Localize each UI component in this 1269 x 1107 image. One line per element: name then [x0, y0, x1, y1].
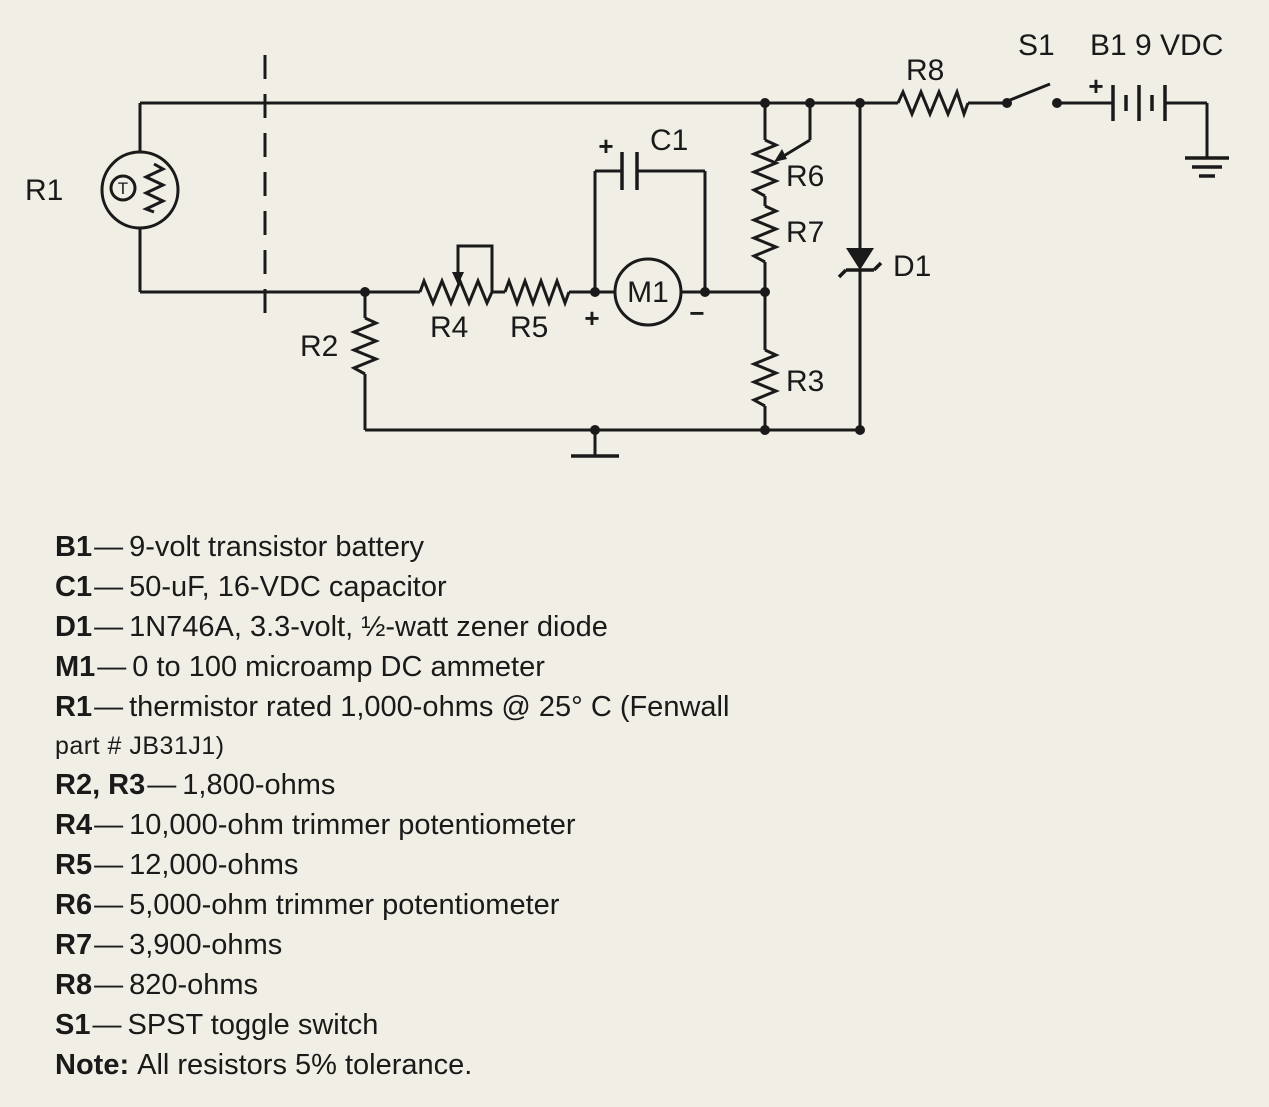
wires — [138, 101, 1209, 432]
parts-list-row: R6—5,000-ohm trimmer potentiometer — [55, 885, 1215, 925]
label-r1: R1 — [25, 174, 63, 207]
parts-list-row: B1—9-volt transistor battery — [55, 527, 1215, 567]
label-c1-plus: + — [598, 131, 613, 161]
part-desc: SPST toggle switch — [127, 1009, 379, 1041]
parts-list-row: R2, R3—1,800-ohms — [55, 765, 1215, 805]
label-r3: R3 — [786, 365, 824, 398]
ref-separator: — — [97, 651, 127, 683]
parts-list-row: R7—3,900-ohms — [55, 925, 1215, 965]
part-ref: R2, R3 — [55, 769, 146, 801]
resistor-r5-symbol — [503, 276, 571, 308]
ground-symbol-right — [1185, 156, 1229, 178]
label-r5: R5 — [510, 311, 548, 344]
label-m1-plus: + — [584, 303, 599, 333]
part-ref: S1 — [55, 1009, 91, 1041]
switch-s1-symbol — [1009, 82, 1051, 102]
resistor-r8-symbol — [896, 87, 970, 119]
part-desc: 50-uF, 16-VDC capacitor — [129, 571, 447, 603]
junction-dots — [360, 98, 1062, 435]
label-r6: R6 — [786, 160, 824, 193]
parts-list-row: R5—12,000-ohms — [55, 845, 1215, 885]
ref-separator: — — [94, 929, 124, 961]
ref-separator: — — [94, 531, 124, 563]
label-c1: C1 — [650, 124, 688, 157]
note-text: All resistors 5% tolerance. — [137, 1049, 473, 1081]
thermistor-r1-symbol — [100, 150, 180, 230]
part-ref: R1 — [55, 691, 93, 723]
parts-list-row: C1—50-uF, 16-VDC capacitor — [55, 567, 1215, 607]
ref-separator: — — [92, 1009, 122, 1041]
parts-list-row: R8—820-ohms — [55, 965, 1215, 1005]
ref-separator: — — [94, 611, 124, 643]
label-r7: R7 — [786, 216, 824, 249]
part-ref: R6 — [55, 889, 93, 921]
part-ref: C1 — [55, 571, 93, 603]
part-desc: 0 to 100 microamp DC ammeter — [132, 651, 545, 683]
ref-separator: — — [94, 849, 124, 881]
ref-separator: — — [94, 809, 124, 841]
battery-b1-symbol — [1111, 85, 1167, 121]
label-s1: S1 — [1018, 29, 1055, 62]
parts-list-row: M1—0 to 100 microamp DC ammeter — [55, 647, 1215, 687]
part-desc: 3,900-ohms — [129, 929, 283, 961]
part-desc: 9-volt transistor battery — [129, 531, 425, 563]
label-m1: M1 — [627, 276, 669, 309]
label-b1-plus: + — [1088, 71, 1103, 101]
zener-d1-symbol — [837, 248, 883, 279]
part-desc: 1,800-ohms — [182, 769, 336, 801]
note-label: Note: — [55, 1049, 130, 1081]
trimmer-r6-symbol — [750, 103, 812, 198]
resistor-r3-symbol — [750, 348, 780, 408]
meter-m1-symbol — [613, 257, 683, 327]
parts-list-note: Note:All resistors 5% tolerance. — [55, 1045, 1215, 1085]
resistor-r2-symbol — [350, 316, 380, 376]
part-desc: thermistor rated 1,000-ohms @ 25° C (Fen… — [129, 691, 730, 723]
parts-list: B1—9-volt transistor battery C1—50-uF, 1… — [55, 527, 1215, 1085]
parts-list-row-continuation: part # JB31J1) — [55, 727, 1215, 765]
part-ref: R8 — [55, 969, 93, 1001]
ref-separator: — — [94, 969, 124, 1001]
part-desc: 12,000-ohms — [129, 849, 299, 881]
part-desc: 5,000-ohm trimmer potentiometer — [129, 889, 560, 921]
label-d1: D1 — [893, 250, 931, 283]
circuit-schematic: T — [25, 29, 1229, 458]
trimmer-r4-symbol — [418, 244, 494, 307]
part-desc-continuation: part # JB31J1) — [55, 732, 225, 760]
part-ref: R4 — [55, 809, 93, 841]
part-desc: 1N746A, 3.3-volt, ½-watt zener diode — [129, 611, 608, 643]
capacitor-c1-symbol — [620, 152, 639, 190]
part-ref: D1 — [55, 611, 93, 643]
ref-separator: — — [94, 571, 124, 603]
ref-separator: — — [147, 769, 177, 801]
ref-separator: — — [94, 691, 124, 723]
label-r4: R4 — [430, 311, 468, 344]
label-m1-minus: − — [689, 298, 704, 328]
ref-separator: — — [94, 889, 124, 921]
part-desc: 10,000-ohm trimmer potentiometer — [129, 809, 576, 841]
part-ref: M1 — [55, 651, 96, 683]
thermistor-t-label: T — [118, 179, 128, 198]
parts-list-row: D1—1N746A, 3.3-volt, ½-watt zener diode — [55, 607, 1215, 647]
parts-list-row: R1—thermistor rated 1,000-ohms @ 25° C (… — [55, 687, 1215, 727]
label-r8: R8 — [906, 54, 944, 87]
part-ref: R5 — [55, 849, 93, 881]
parts-list-row: S1—SPST toggle switch — [55, 1005, 1215, 1045]
resistor-r7-symbol — [750, 204, 780, 264]
parts-list-row: R4—10,000-ohm trimmer potentiometer — [55, 805, 1215, 845]
label-b1: B1 9 VDC — [1090, 29, 1223, 62]
part-desc: 820-ohms — [129, 969, 259, 1001]
part-ref: B1 — [55, 531, 93, 563]
label-r2: R2 — [300, 330, 338, 363]
part-ref: R7 — [55, 929, 93, 961]
